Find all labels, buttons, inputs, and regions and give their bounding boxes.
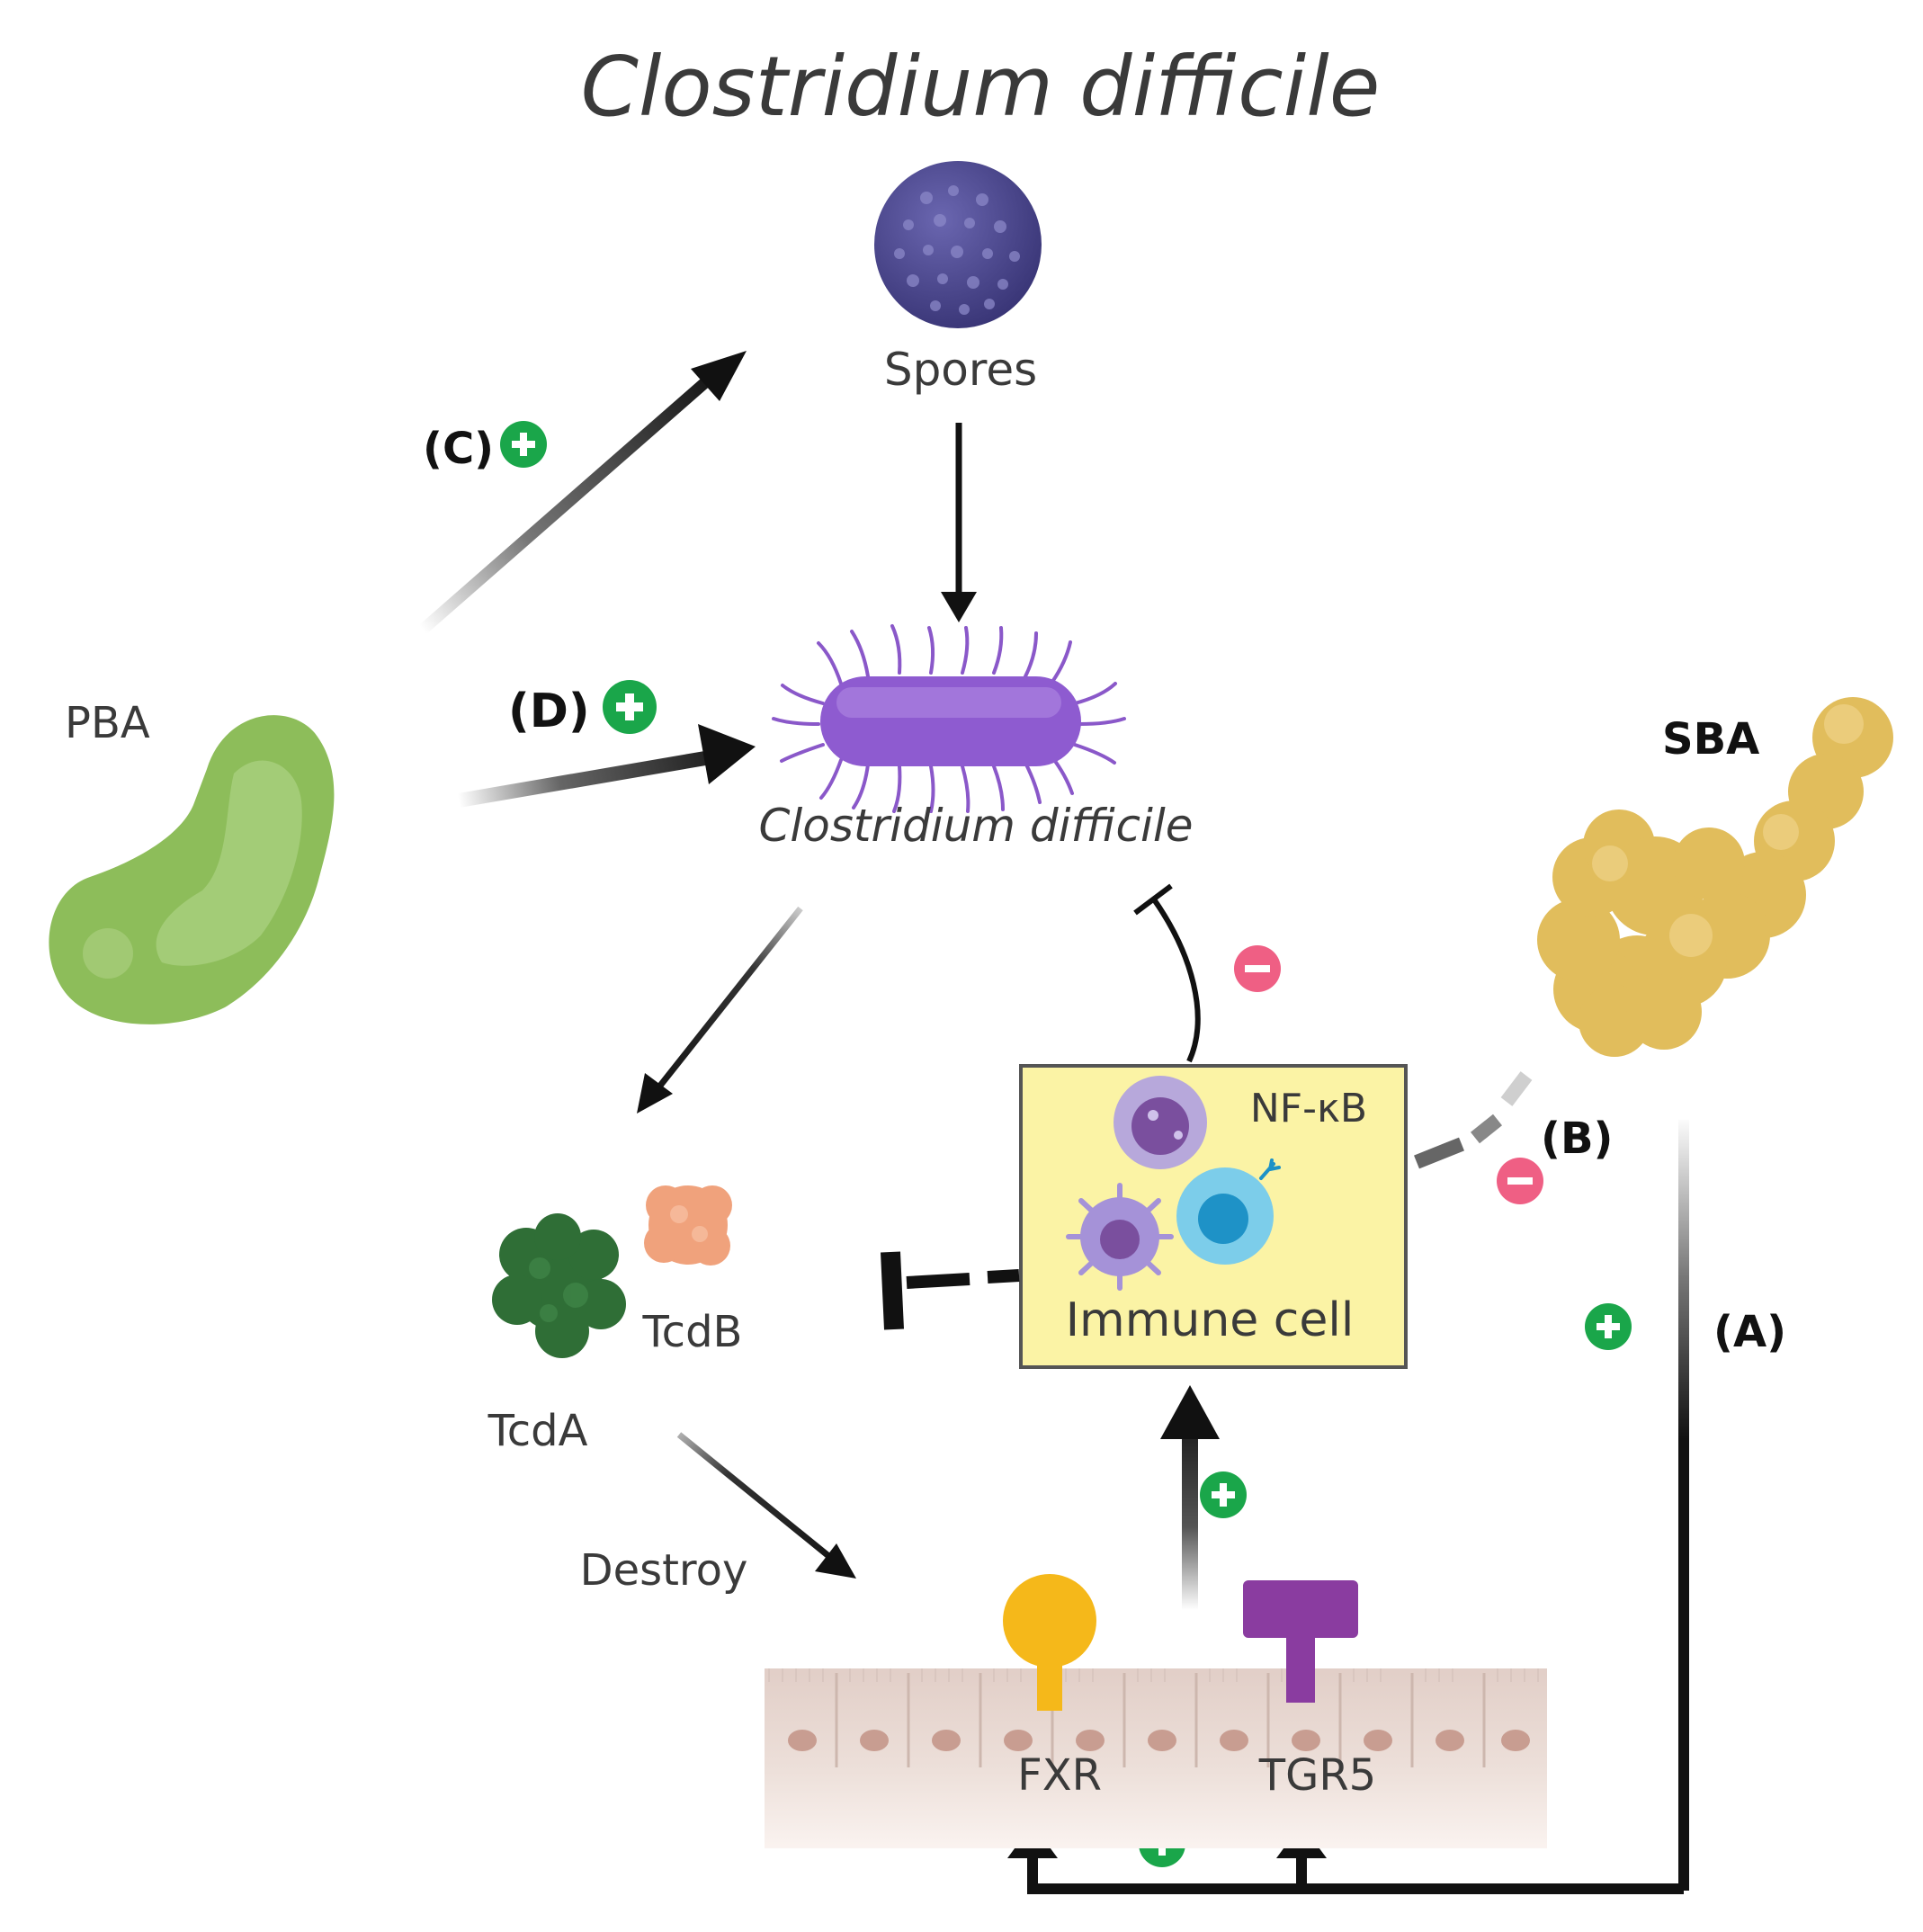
tgr5-label: TGR5	[1258, 1750, 1376, 1801]
tcdb-toxin-icon	[644, 1185, 732, 1266]
plus-sign-icon	[1585, 1303, 1632, 1350]
pathway-a-label: (A)	[1713, 1307, 1786, 1357]
tcda-toxin-icon	[492, 1213, 626, 1358]
immune-inhibits-bacterium	[1133, 883, 1201, 1063]
immune-cell-icon	[1114, 1076, 1207, 1169]
bacterium-to-toxins-arrow	[637, 906, 803, 1114]
immune-cell-icon	[1066, 1183, 1174, 1291]
tcda-toxin-texture	[529, 1257, 588, 1322]
pathway-d-label: (D)	[508, 684, 590, 738]
sba-molecule-highlight	[1592, 704, 1864, 957]
minus-sign-icon	[1497, 1158, 1543, 1204]
immune-cell-label: Immune cell	[1066, 1293, 1355, 1347]
spore-icon	[874, 161, 1042, 328]
arrow-d	[457, 724, 756, 808]
tgr5-receptor-icon	[1243, 1580, 1358, 1703]
epithelium-layer	[765, 1668, 1547, 1848]
spores-label: Spores	[884, 344, 1037, 396]
diagram-title: Clostridium difficile	[581, 39, 1381, 135]
spores-to-bacterium-arrow	[941, 423, 977, 622]
receptor-to-immune-arrow	[1160, 1385, 1220, 1610]
fxr-label: FXR	[1017, 1750, 1102, 1801]
pathway-c-label: (C)	[423, 424, 494, 474]
tcdb-label: TcdB	[642, 1307, 743, 1357]
arrow-c	[418, 351, 747, 634]
fxr-receptor-icon	[1003, 1574, 1096, 1711]
nfkb-label: NF-κB	[1250, 1086, 1367, 1131]
immune-inhibits-toxins	[881, 1251, 1020, 1330]
plus-sign-icon	[500, 421, 547, 468]
sba-label: SBA	[1662, 714, 1759, 765]
pba-label: PBA	[65, 698, 150, 748]
pathway-b-line	[1414, 1071, 1533, 1169]
tcda-label: TcdA	[487, 1406, 588, 1456]
pba-molecule-icon	[49, 715, 335, 1024]
bacterium-label: Clostridium difficile	[758, 800, 1193, 852]
bacterium-icon	[772, 624, 1126, 813]
destroy-label: Destroy	[580, 1545, 748, 1596]
minus-sign-icon	[1234, 945, 1281, 992]
tcdb-toxin-texture	[670, 1205, 708, 1242]
plus-sign-icon	[603, 680, 657, 734]
sba-molecule-icon	[1537, 697, 1893, 1057]
immune-cell-icon	[1176, 1158, 1281, 1265]
pathway-b-label: (B)	[1541, 1114, 1613, 1164]
plus-sign-icon	[1200, 1471, 1247, 1518]
destroy-arrow	[676, 1432, 856, 1579]
